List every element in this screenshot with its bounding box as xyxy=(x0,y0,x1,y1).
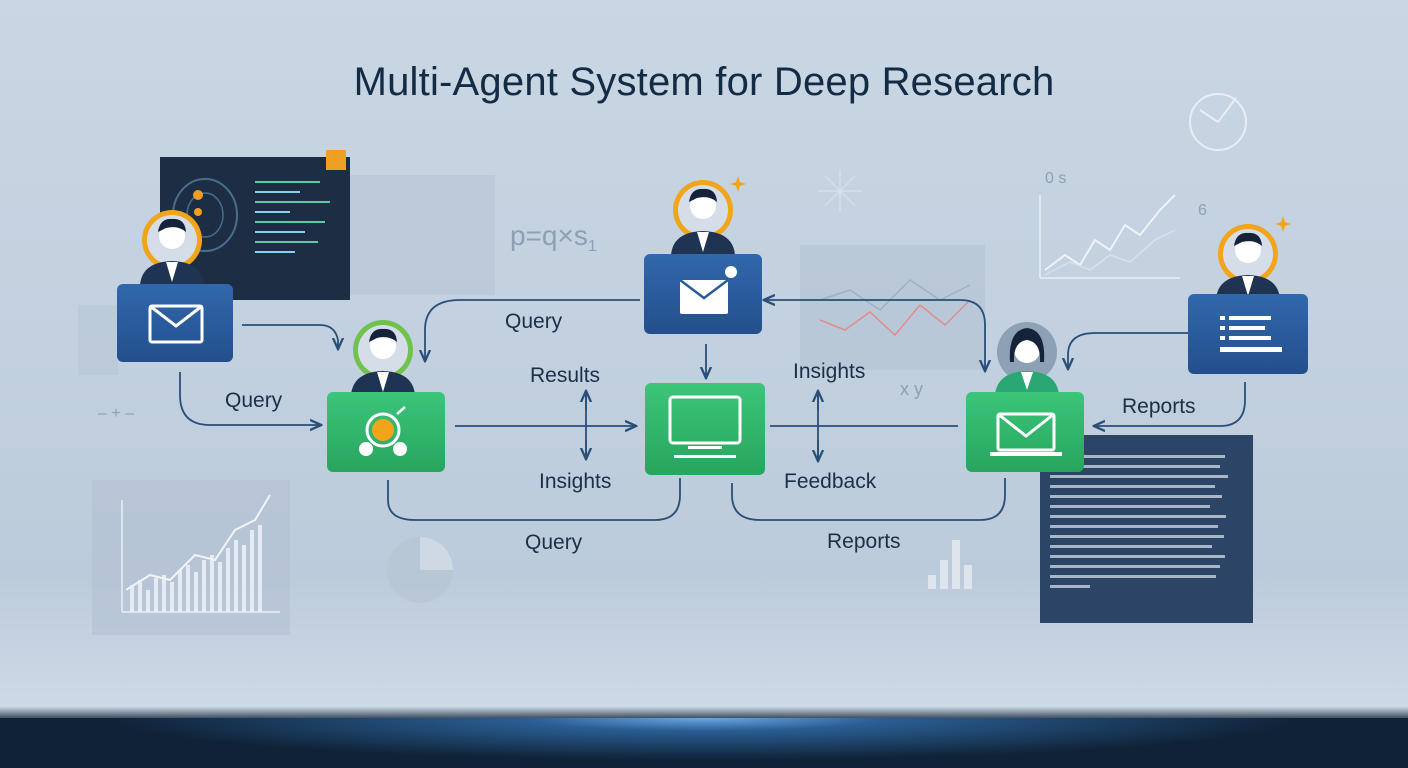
monitor-icon xyxy=(668,395,742,458)
bar-chart-decoration xyxy=(92,480,290,635)
edge-label-results: Results xyxy=(530,364,600,387)
edge-doc-to-reviewer xyxy=(1068,332,1188,368)
agent-avatar xyxy=(995,322,1059,395)
hub-box xyxy=(645,383,765,475)
agent-box xyxy=(966,392,1084,472)
gauge-icon xyxy=(1189,93,1247,151)
agent-email-left xyxy=(117,210,233,362)
edge-query-left xyxy=(179,372,320,425)
edge-query-bottom xyxy=(387,478,681,521)
line-chart-panel-decoration xyxy=(800,245,985,370)
headset-icon xyxy=(359,406,407,456)
page-title: Multi-Agent System for Deep Research xyxy=(353,60,1055,104)
document-decoration xyxy=(1040,435,1253,623)
envelope-icon xyxy=(679,266,737,314)
fingerprint-decoration xyxy=(78,305,118,375)
edge-label-query-left: Query xyxy=(225,389,283,412)
central-hub xyxy=(645,383,765,475)
agent-writer xyxy=(1188,216,1308,374)
edge-reports-right xyxy=(1095,382,1246,426)
notation-decoration: 0 s xyxy=(1045,170,1066,187)
agent-box xyxy=(1188,294,1308,374)
edge-label-feedback: Feedback xyxy=(784,470,877,493)
sparkle-decoration xyxy=(818,170,862,212)
edge-label-query-top: Query xyxy=(505,310,563,333)
laptop-mail-icon xyxy=(990,412,1062,456)
agent-avatar xyxy=(140,210,204,285)
edge-label-reports-bottom: Reports xyxy=(827,530,901,553)
envelope-icon xyxy=(148,304,204,344)
mini-bars-decoration xyxy=(928,540,972,589)
star-icon xyxy=(1275,216,1291,232)
faint-panel-decoration xyxy=(350,175,495,295)
edge-label-query-bottom: Query xyxy=(525,531,583,554)
digit-decoration: 6 xyxy=(1198,202,1207,219)
trend-chart-decoration xyxy=(1039,194,1180,279)
xy-decoration: x y xyxy=(900,379,923,399)
agent-reviewer xyxy=(966,322,1084,472)
document-list-icon xyxy=(1220,316,1282,352)
connector-lines xyxy=(179,299,1246,521)
edge-query-top xyxy=(425,299,640,360)
agent-avatar xyxy=(351,320,415,395)
math-decoration: – + – xyxy=(98,405,134,422)
agent-box xyxy=(117,284,233,362)
edge-email-to-analyst xyxy=(242,324,338,348)
agent-analyst xyxy=(327,320,445,472)
edge-label-insights-bottom: Insights xyxy=(539,470,611,493)
pie-chart-decoration xyxy=(387,537,453,603)
edge-label-insights-top: Insights xyxy=(793,360,865,383)
edge-top-right xyxy=(765,300,985,370)
edge-label-reports-right: Reports xyxy=(1122,395,1196,418)
star-icon xyxy=(730,176,746,192)
agent-coordinator xyxy=(644,176,762,334)
formula-decoration: p=q×s1 xyxy=(510,220,597,255)
agent-avatar xyxy=(1216,224,1280,299)
agent-avatar xyxy=(671,180,735,255)
edge-reports-bottom xyxy=(731,478,1006,521)
footer-glow xyxy=(0,718,1408,768)
